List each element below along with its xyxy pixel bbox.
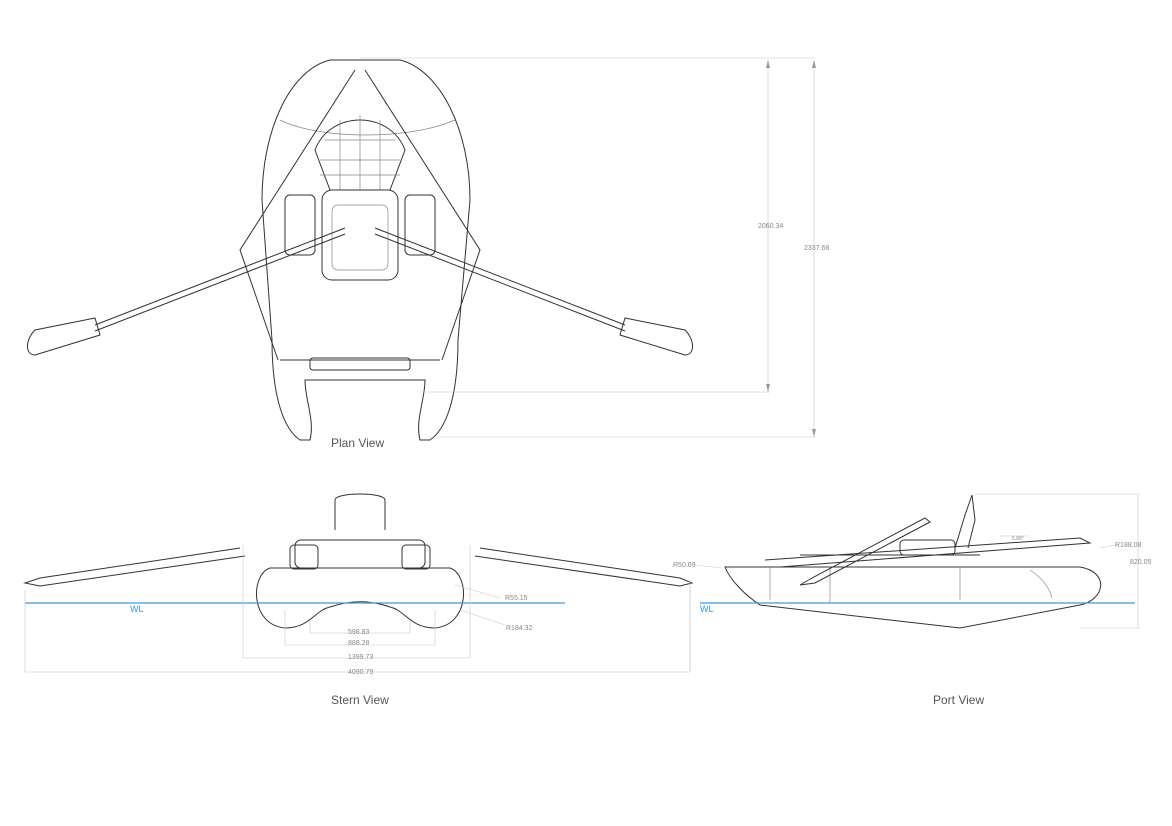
stern-dim-r-small: R55.15 [505, 595, 528, 602]
stern-dim-r-large: R184.32 [506, 625, 533, 632]
port-wl-label: WL [700, 604, 714, 614]
plan-view: 2060.34 2337.68 Plan View [27, 57, 829, 450]
stern-hull [256, 567, 464, 629]
stern-oars [23, 547, 694, 587]
port-dim-r-stern: R188.08 [1115, 542, 1142, 549]
stern-view-label: Stern View [331, 693, 389, 707]
port-frame [764, 537, 1092, 568]
port-dim-r-bow: R50.69 [673, 562, 696, 569]
stern-dim-w1: 598.83 [348, 629, 370, 636]
stern-dim-w3: 1399.73 [348, 654, 373, 661]
stern-seat-back [334, 493, 386, 530]
port-oar [799, 517, 931, 586]
plan-frame [239, 69, 481, 361]
stern-view: WL 598.83 888.28 1399.73 4090.79 R55.15 … [23, 493, 694, 707]
port-seat-back [954, 494, 976, 549]
port-dim-angle: 5.88° [1012, 536, 1024, 542]
plan-dim-inner-length: 2060.34 [758, 223, 783, 230]
plan-seat-back [314, 119, 406, 191]
port-view-label: Port View [933, 693, 984, 707]
plan-view-label: Plan View [331, 436, 384, 450]
stern-dim-w2: 888.28 [348, 640, 370, 647]
plan-dim-overall-length: 2337.68 [804, 245, 829, 252]
port-dim-height: 820.05 [1130, 559, 1152, 566]
plan-oar-left [27, 227, 346, 356]
port-hull [724, 566, 1102, 629]
plan-hull-outline [261, 59, 471, 441]
plan-seat [321, 189, 399, 281]
port-view: WL R50.69 R188.08 820.05 5.88° Port View [673, 493, 1152, 707]
stern-dim-oar-span: 4090.79 [348, 669, 373, 676]
stern-wl-label: WL [130, 604, 144, 614]
plan-oar-right [374, 227, 693, 356]
